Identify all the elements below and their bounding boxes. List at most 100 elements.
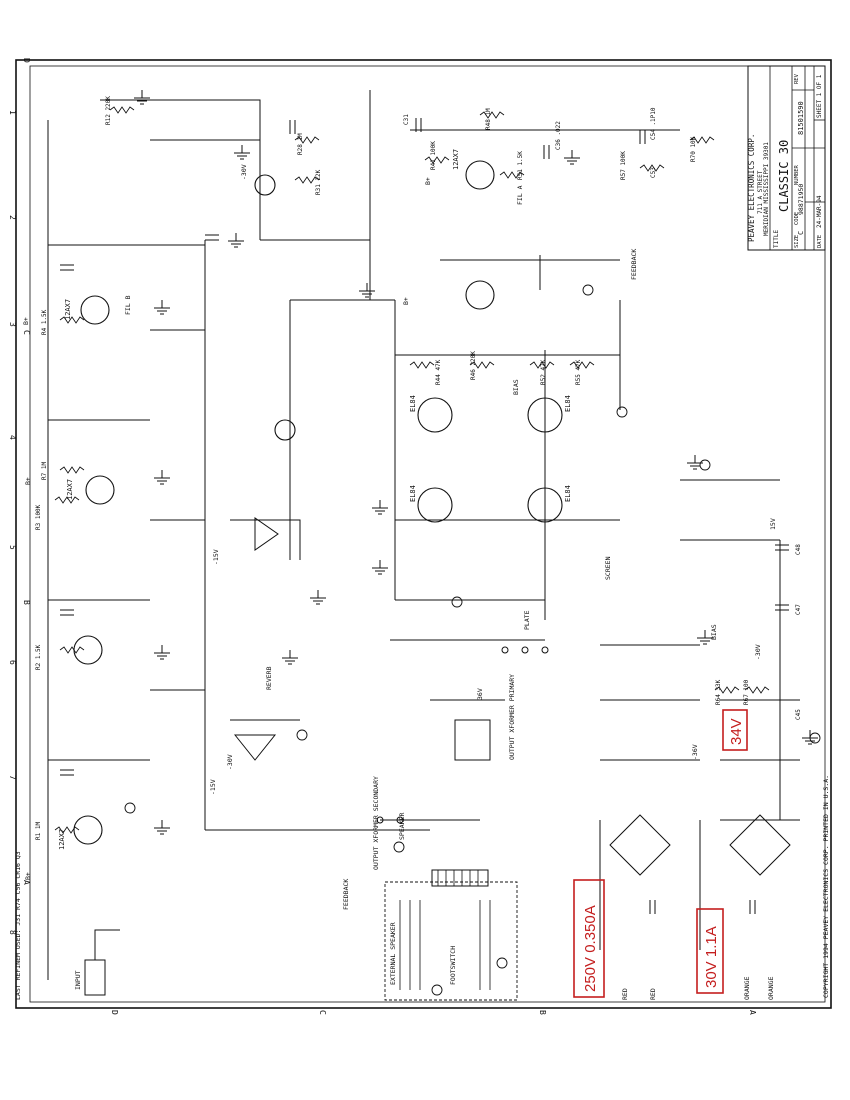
net-label-speaker: SPEAKER (398, 813, 406, 840)
tube-v2a-label: 12AX7 (66, 479, 74, 500)
ground-icon (228, 233, 244, 248)
capacitor-symbol (749, 900, 756, 914)
resistor-symbol (409, 361, 435, 369)
ground-icon (234, 145, 250, 160)
net-label-orange-1: ORANGE (743, 976, 751, 1000)
company-address-1: 711 A STREET (757, 170, 764, 214)
net-label-output-xformer-primary: OUTPUT XFORMER PRIMARY (508, 674, 516, 760)
net-label-fil-b: FIL B (124, 295, 132, 315)
output-xformer-tap (376, 816, 384, 824)
bridge-rectifier-low-voltage (729, 814, 791, 876)
output-xformer-tap (396, 816, 404, 824)
rectifier-bridges (609, 814, 791, 876)
zone-letter-top-a: A (22, 880, 31, 885)
bridge-rectifier-high-voltage (609, 814, 671, 876)
code-label: CODE (794, 212, 800, 225)
footswitch-dashed-box (384, 881, 518, 1001)
net-label-reverb: REVERB (265, 666, 273, 690)
net-label-bias: BIAS (512, 379, 520, 395)
resistor-symbols (54, 106, 770, 834)
reference-markers (124, 284, 821, 996)
ground-icon (359, 283, 375, 298)
zone-number-3: 3 (8, 322, 17, 327)
net-label-minus15-2: -15V (209, 779, 217, 795)
zone-letter-bottom-a: A (748, 1010, 757, 1015)
ground-icon (687, 455, 703, 470)
footswitch-area (384, 869, 518, 1001)
capacitor-symbol (60, 609, 74, 616)
primary-tap (541, 646, 549, 654)
ground-icon (154, 300, 170, 315)
tube-v5-label: EL84 (409, 485, 417, 502)
outer-border (15, 59, 832, 1009)
net-labels: FEEDBACK FEEDBACK SCREEN PLATE BIAS BIAS… (22, 164, 777, 1000)
net-label-bplus-3: B+ (424, 177, 432, 185)
label-r44: R44 47K (435, 359, 442, 385)
zone-letter-bottom-c: C (318, 1010, 327, 1015)
label-r28: R28 1M (297, 133, 304, 155)
net-label-minus36: -36V (691, 744, 699, 760)
chassis-ground-icon (616, 406, 628, 418)
tubes (73, 160, 563, 845)
resistor-symbol (479, 111, 505, 119)
capacitor-symbol (60, 769, 74, 776)
capacitor-symbol (205, 234, 219, 241)
tube-v2a-symbol (85, 475, 115, 505)
net-label-bplus-1: B+ (22, 317, 30, 325)
capacitor-symbol (60, 264, 74, 271)
capacitor-symbol (639, 130, 646, 144)
zone-number-5: 5 (8, 545, 17, 550)
label-c48: C48 (795, 544, 802, 555)
chassis-ground-icon (496, 957, 508, 969)
net-label-footswitch: FOOTSWITCH (449, 946, 457, 985)
capacitor-symbols (60, 118, 789, 914)
net-label-plus36: 36V (476, 688, 484, 700)
capacitor-symbol (775, 604, 789, 611)
capacitor-symbol (543, 145, 550, 159)
label-r67: R67 100 (743, 679, 750, 705)
resistor-symbol (59, 466, 85, 474)
chassis-ground-icon (699, 459, 711, 471)
annotation-text-34v: 34V (728, 718, 745, 745)
tube-v3-label: 12AX7 (452, 149, 460, 170)
resistor-symbol (639, 164, 665, 172)
net-label-minus15-1: -15V (212, 549, 220, 565)
label-r3: R3 100K (35, 504, 42, 530)
size-label: SIZE (794, 235, 800, 248)
input-jack (84, 959, 106, 996)
ground-icon (372, 560, 388, 575)
net-label-screen: SCREEN (604, 556, 612, 580)
chassis-ground-icon (582, 284, 594, 296)
zone-letter-bottom-b: B (538, 1010, 547, 1015)
zone-number-8: 8 (8, 930, 17, 935)
net-label-input: INPUT (74, 970, 82, 990)
chassis-ground-icon (393, 841, 405, 853)
ground-icon (310, 590, 326, 605)
label-r7: R7 1M (41, 462, 48, 480)
net-label-plate: PLATE (523, 610, 531, 630)
drawing-title: CLASSIC 30 (777, 140, 791, 212)
tube-v3b-symbol (465, 280, 495, 310)
zone-number-2: 2 (8, 215, 17, 220)
zone-number-4: 4 (8, 435, 17, 440)
tube-v5-symbol (417, 487, 453, 523)
title-label: TITLE (773, 230, 780, 248)
tube-v1a-symbol (80, 295, 110, 325)
size-value: C (797, 231, 805, 235)
net-label-bplus-4: B+ (402, 297, 410, 305)
annotation-30v: 30V 1.1A (696, 908, 724, 994)
ground-icon (564, 150, 580, 165)
chassis-ground-icon (296, 729, 308, 741)
tube-labels: 12AX7 12AX7 12AX7 12AX7 EL84 EL84 EL84 E… (58, 149, 572, 850)
capacitor-symbol (649, 900, 656, 914)
transformer-taps (376, 646, 549, 824)
label-r41: R41 100K (430, 141, 437, 170)
tube-v4-label: EL84 (409, 395, 417, 412)
op-amp-u1b-symbol (254, 517, 279, 551)
resistor-symbol (689, 136, 715, 144)
label-r51: R51 1.5K (517, 151, 524, 180)
number-value: 81501590 (797, 101, 805, 135)
net-label-minus30-3: -30V (226, 754, 234, 770)
label-r4: R4 1.5K (41, 309, 48, 335)
net-label-red-1: RED (621, 988, 629, 1000)
